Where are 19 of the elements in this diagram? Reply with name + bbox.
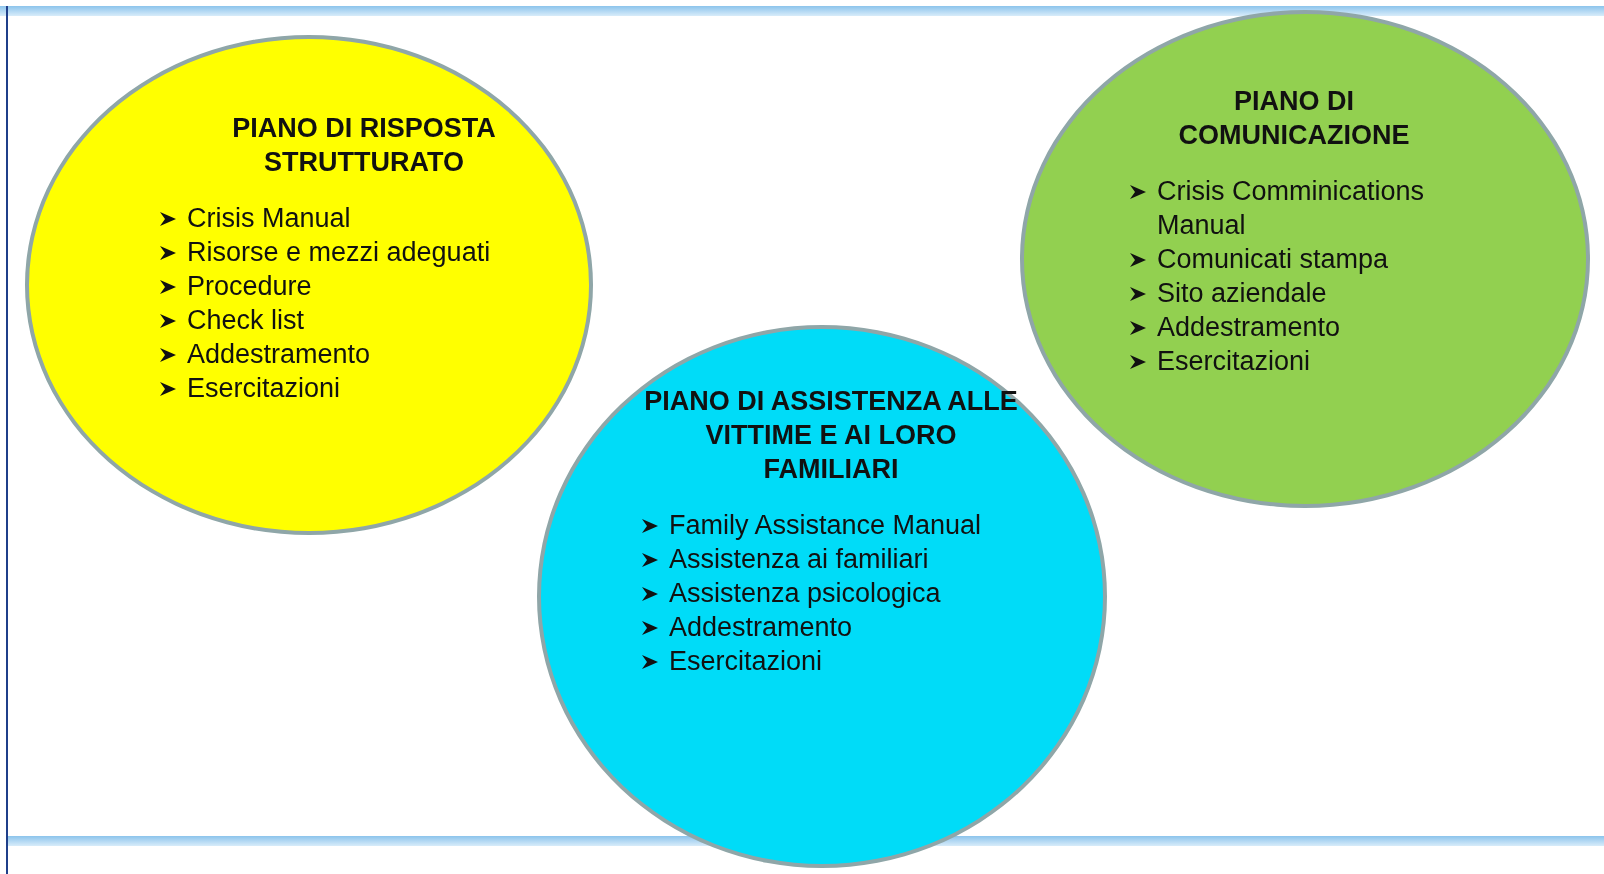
list-item: Esercitazioni [669, 645, 823, 678]
list-item: Procedure [187, 270, 312, 303]
list-item: Addestramento [187, 338, 371, 371]
list-item: Check list [187, 304, 305, 337]
list-item: Esercitazioni [1157, 345, 1311, 378]
list-item: Assistenza psicologica [669, 577, 941, 610]
list-item: Addestramento [669, 611, 853, 644]
list-item: Crisis Manual [187, 202, 351, 235]
list-item: Sito aziendale [1157, 277, 1327, 310]
list-item: Risorse e mezzi adeguati [187, 236, 491, 269]
list-item: Crisis Comminications Manual [1157, 175, 1426, 242]
list-item: Assistenza ai familiari [669, 543, 929, 576]
list-item: Comunicati stampa [1157, 243, 1389, 276]
list-item: Esercitazioni [187, 372, 341, 405]
ellipse-heading: PIANO DI COMUNICAZIONE [1177, 85, 1411, 152]
ellipse-heading: PIANO DI RISPOSTA STRUTTURATO [231, 112, 497, 179]
ellipse-heading: PIANO DI ASSISTENZA ALLE VITTIME E AI LORO FAMILIARI [643, 385, 1019, 486]
list-item: Family Assistance Manual [669, 509, 982, 542]
list-item: Addestramento [1157, 311, 1341, 344]
